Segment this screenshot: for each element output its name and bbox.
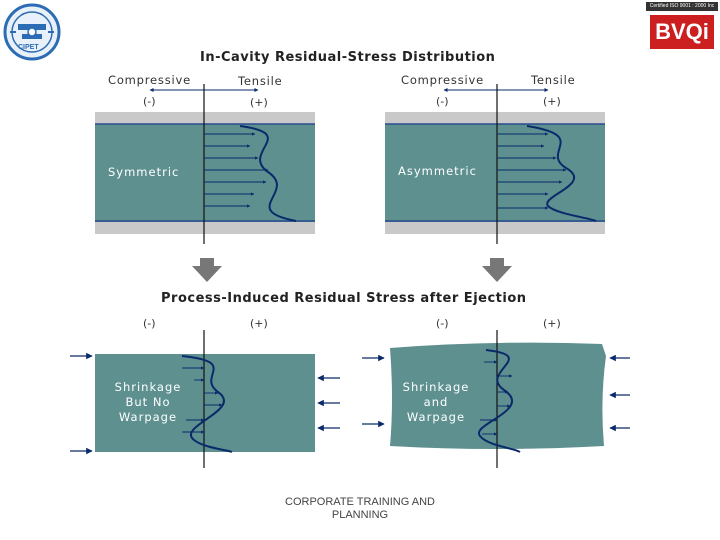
bottom-left-label-line-1: Shrinkage <box>114 380 182 394</box>
bottom-left-minus-sign: (-) <box>143 317 156 330</box>
symmetric-stress-curve <box>239 125 297 222</box>
top-left-tensile-label: Tensile <box>238 74 283 88</box>
shrinkage-no-warpage-panel <box>70 330 340 468</box>
bottom-right-label-line-3: Warpage <box>406 410 466 424</box>
asymmetric-stress-curve <box>526 125 597 222</box>
shrinkage-and-warpage-label: Shrinkage and Warpage <box>394 380 478 425</box>
top-right-compressive-label: Compressive <box>401 73 484 87</box>
down-arrow-left <box>192 258 222 282</box>
bottom-title: Process-Induced Residual Stress after Ej… <box>161 291 527 306</box>
shrinkage-and-warpage-panel <box>362 330 630 468</box>
bottom-left-label-line-2: But No <box>125 395 171 409</box>
footer-line-2: PLANNING <box>331 509 389 521</box>
shrinkage-no-warpage-label: Shrinkage But No Warpage <box>106 380 190 425</box>
bottom-right-label-line-2: and <box>423 395 449 409</box>
bottom-left-plus-sign: (+) <box>250 317 268 330</box>
top-right-plus-sign: (+) <box>543 95 561 108</box>
bottom-left-label-line-3: Warpage <box>118 410 178 424</box>
bottom-right-label-line-1: Shrinkage <box>402 380 470 394</box>
bvqi-logo: Certified ISO 9001 : 2000 Inc BVQi <box>646 2 718 50</box>
top-right-minus-sign: (-) <box>436 95 449 108</box>
cipet-logo: CIPET <box>2 2 62 62</box>
down-arrow-right <box>482 258 512 282</box>
footer-line-1: CORPORATE TRAINING AND <box>285 496 435 508</box>
top-right-tensile-label: Tensile <box>531 73 576 87</box>
symmetric-label: Symmetric <box>108 165 180 179</box>
bottom-left-stress-curve <box>181 355 233 453</box>
symmetric-panel <box>95 84 315 244</box>
bottom-right-stress-curve <box>477 349 521 453</box>
top-left-compressive-label: Compressive <box>108 73 191 87</box>
top-title: In-Cavity Residual-Stress Distribution <box>200 50 496 65</box>
bottom-right-minus-sign: (-) <box>436 317 449 330</box>
certificate-text: Certified ISO 9001 : 2000 Inc <box>646 2 718 11</box>
bvqi-brand: BVQi <box>650 15 714 49</box>
top-left-plus-sign: (+) <box>250 96 268 109</box>
asymmetric-label: Asymmetric <box>398 164 477 178</box>
bottom-right-plus-sign: (+) <box>543 317 561 330</box>
asymmetric-panel <box>385 84 605 244</box>
cipet-logo-text: CIPET <box>18 44 39 51</box>
footer: CORPORATE TRAINING AND PLANNING <box>260 496 460 522</box>
top-left-minus-sign: (-) <box>143 95 156 108</box>
